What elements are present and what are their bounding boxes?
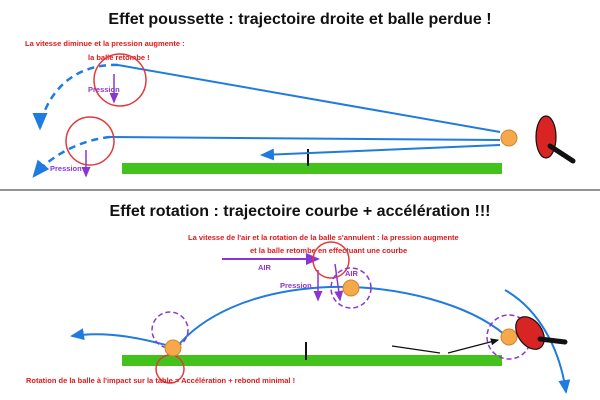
bottom-spin-circle-mid bbox=[330, 267, 372, 309]
top-trajectory-upper bbox=[117, 64, 501, 133]
bottom-motion-arrow bbox=[447, 338, 500, 354]
top-falling-curve-upper bbox=[32, 63, 119, 131]
bottom-table bbox=[122, 355, 502, 366]
bottom-note-line1: La vitesse de l'air et la rotation de la… bbox=[188, 233, 459, 242]
bottom-air-arrow-2 bbox=[334, 263, 344, 302]
top-title: Effet poussette : trajectoire droite et … bbox=[108, 11, 491, 28]
top-table bbox=[122, 163, 502, 174]
bottom-pressure-circle bbox=[312, 241, 350, 279]
bottom-ball-right bbox=[500, 328, 518, 346]
top-trajectory-middle bbox=[109, 136, 501, 141]
top-pressure-circle-upper bbox=[93, 53, 147, 107]
bottom-paddle bbox=[515, 316, 568, 350]
top-pressure-circle-lower bbox=[65, 116, 115, 166]
bottom-air-label-1: AIR bbox=[258, 263, 272, 272]
top-note-line2: la balle retombe ! bbox=[88, 53, 150, 62]
top-pressure-label-1: Pression bbox=[88, 85, 120, 94]
bottom-ball-left bbox=[164, 339, 182, 357]
bottom-pressure-label: Pression bbox=[280, 281, 312, 290]
bottom-air-label-2: AIR bbox=[345, 269, 359, 278]
top-pressure-label-2: Pression bbox=[50, 164, 82, 173]
top-return-arrow bbox=[260, 144, 501, 161]
bottom-rebound-arrow bbox=[70, 328, 177, 349]
top-ball bbox=[500, 129, 518, 147]
top-falling-curve-lower bbox=[32, 135, 111, 178]
bottom-title: Effet rotation : trajectoire courbe + ac… bbox=[110, 203, 491, 220]
top-note-line1: La vitesse diminue et la pression augmen… bbox=[25, 39, 185, 48]
bottom-curved-trajectory bbox=[175, 285, 506, 349]
bottom-note-line2: et la balle retombe en effectuant une co… bbox=[250, 246, 407, 255]
bottom-paddle-swing-arrow bbox=[504, 289, 571, 394]
bottom-impact-note: Rotation de la balle à l'impact sur la t… bbox=[26, 376, 295, 385]
top-paddle bbox=[535, 115, 576, 164]
bottom-motion-line bbox=[391, 345, 441, 354]
bottom-ball-mid bbox=[342, 279, 360, 297]
